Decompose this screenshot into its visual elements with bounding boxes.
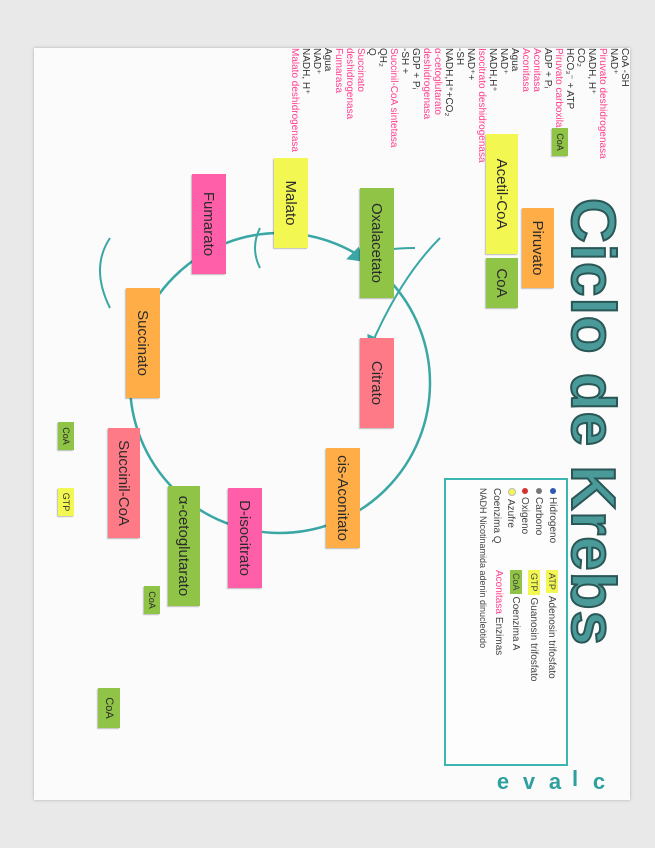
box-acetil-coa: Acetil-CoA bbox=[486, 134, 518, 254]
qh2-arrow bbox=[99, 237, 111, 309]
box-coa-small: CoA bbox=[552, 128, 568, 156]
agua-arrow bbox=[254, 227, 261, 269]
box-piruvato: Piruvato bbox=[522, 208, 554, 288]
gtp-tag-box: GTP bbox=[58, 488, 74, 516]
box-malato: Malato bbox=[274, 158, 308, 248]
box-coa-small-4: CoA bbox=[98, 688, 120, 728]
box-coa: CoA bbox=[486, 258, 518, 308]
box-coa-small-3: CoA bbox=[58, 422, 74, 450]
poster-paper: Ciclo de Krebs c l a v e Hidrogeno Carbo… bbox=[34, 48, 630, 800]
box-citrato: Citrato bbox=[360, 338, 394, 428]
box-oxalacetato: Oxalacetato bbox=[360, 188, 394, 298]
box-succinato: Succinato bbox=[126, 288, 160, 398]
cycle-arrows bbox=[99, 227, 441, 535]
box-alfa-cetoglutarato: α-cetoglutarato bbox=[168, 486, 200, 606]
acetil-arrow bbox=[367, 237, 441, 352]
poster-canvas: Ciclo de Krebs c l a v e Hidrogeno Carbo… bbox=[34, 48, 630, 800]
box-coa-small-2: CoA bbox=[144, 586, 160, 614]
box-fumarato: Fumarato bbox=[192, 174, 226, 274]
box-succinil-coa: Succinil-CoA bbox=[108, 428, 140, 538]
box-d-isocitrato: D-isocitrato bbox=[228, 488, 262, 588]
box-cis-aconitato: cis-Aconitato bbox=[326, 448, 360, 548]
